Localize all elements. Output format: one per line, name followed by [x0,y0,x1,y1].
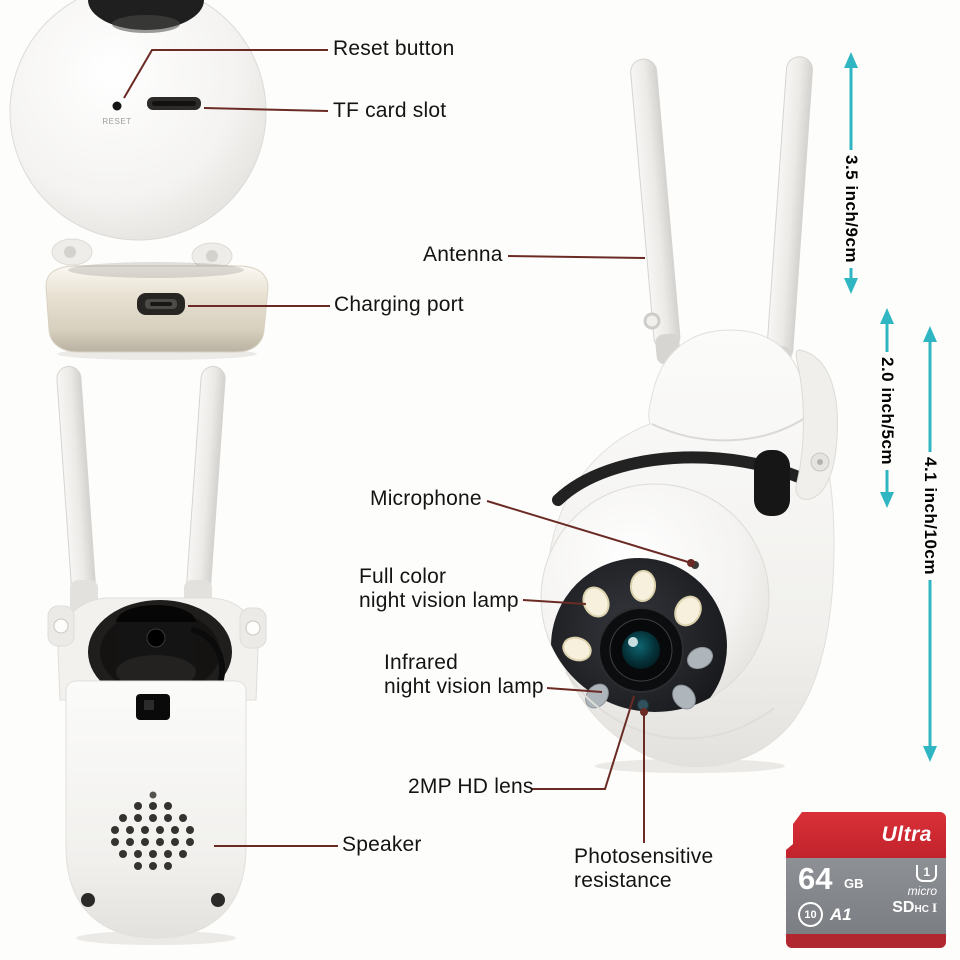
camera-main-view [540,56,838,773]
dimension-head-height: 2.0 inch/5cm [874,352,900,471]
antenna-left-bottom-view [56,366,96,597]
sd-card-micro-text: micro [907,884,937,898]
sd-card-bus: I [931,900,937,915]
speaker-label: Speaker [342,833,422,856]
reset-hole [112,101,122,111]
camera-bottom-view [47,366,267,945]
charging-port-label: Charging port [334,293,464,316]
tf-card-slot-label: TF card slot [333,99,447,122]
screw-hole-left [81,893,95,907]
full-color-lamp [582,586,610,618]
sd-card-bottom-strip [786,934,946,948]
camera-back-sphere [9,0,267,241]
antenna-left [630,58,681,351]
sd-card-class-badge: 10 [798,902,823,927]
sd-card-top: Ultra [786,812,946,858]
leader-lens [532,695,635,790]
leader-tf-slot [203,107,329,112]
reset-engraving: RESET [102,117,131,126]
sd-card-capacity-unit: GB [844,876,864,891]
sd-card-format: SD [892,899,915,916]
infrared-lamp [686,646,714,670]
night-vision-lamps [562,570,714,710]
microphone-label: Microphone [370,487,482,510]
side-slot [754,450,790,516]
sd-card-capacity: 64 [798,861,833,896]
reset-button-label: Reset button [333,37,455,60]
infrared-lamp-label: Infrared night vision lamp [384,651,544,698]
speaker-grille [111,802,194,870]
leader-antenna [507,255,646,259]
dimension-body-height: 4.1 inch/10cm [917,452,943,581]
leader-lines [123,49,695,847]
leader-microphone [486,500,689,563]
screw-hole-right [211,893,225,907]
camera-bottom-shell [65,680,247,939]
mount-hook [643,312,661,330]
leader-full-color-lamp [522,599,587,605]
sd-card-hc: HC [914,904,929,915]
antenna-right-bottom-view [186,366,226,597]
camera-back-view: RESET [9,0,269,360]
hd-lens-label: 2MP HD lens [408,775,534,798]
leader-infrared-lamp [546,687,603,693]
lens [622,631,660,669]
dimension-antenna-height: 3.5 inch/9cm [838,150,864,269]
leader-reset [123,49,328,99]
sd-card-brand: Ultra [881,823,932,846]
antenna-right [766,56,813,363]
full-color-lamp-label: Full color night vision lamp [359,565,519,612]
antenna-label: Antenna [423,243,503,266]
sd-card-a1-rating: A1 [830,904,852,924]
photosensitive-label: Photosensitive resistance [574,845,714,892]
sd-card-uhs-badge: 1 [916,865,937,882]
